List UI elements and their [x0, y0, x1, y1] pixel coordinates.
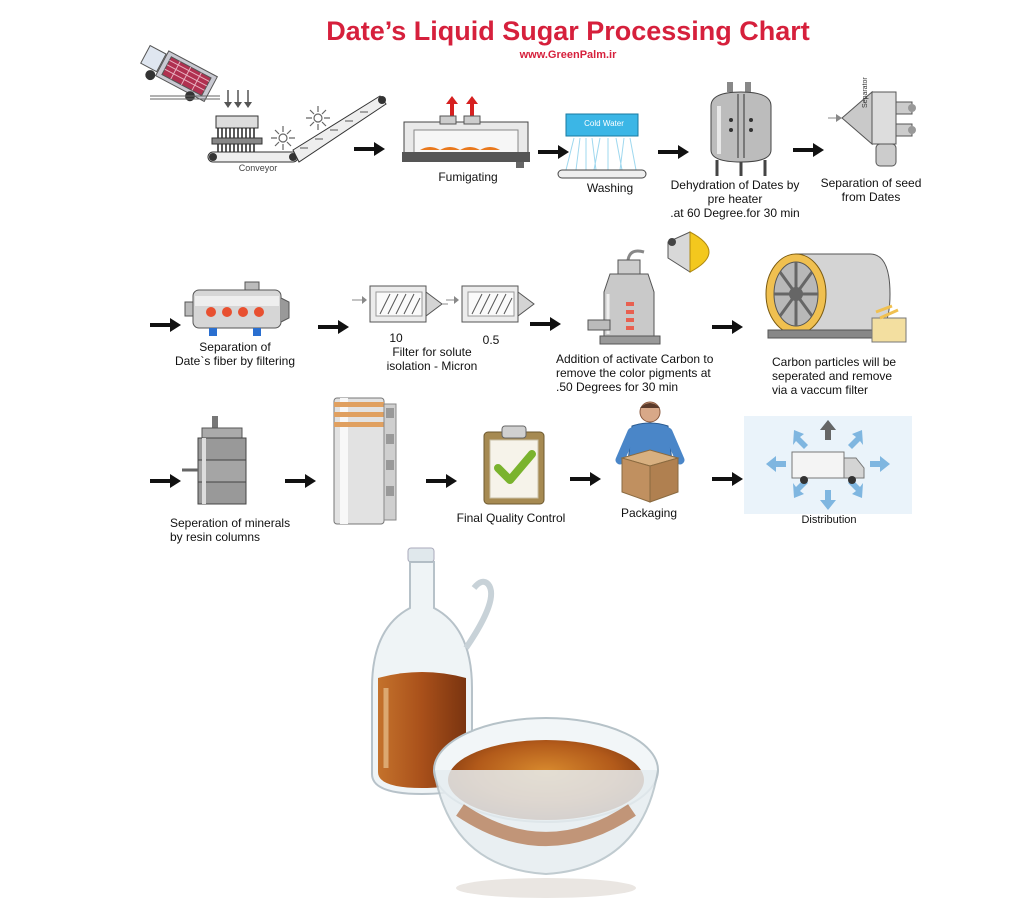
step-quality-label: Final Quality Control [456, 511, 566, 525]
washing-illustration [557, 113, 647, 179]
carbon-tank-illustration [587, 231, 710, 345]
website-label: www.GreenPalm.ir [519, 49, 617, 61]
storage-column-illustration [333, 397, 397, 525]
step-seed-separation-label: Separation of seed from Dates [820, 176, 922, 204]
flow-arrow [530, 317, 561, 331]
step-washing-label: Washing [586, 181, 634, 195]
quality-control-icon [483, 425, 545, 505]
flow-arrow [150, 474, 181, 488]
flow-arrow [354, 142, 385, 156]
resin-columns-illustration [182, 416, 247, 505]
step-carbon-removal-label: Carbon particles will be seperated and r… [772, 355, 897, 397]
distribution-illustration [766, 420, 890, 510]
fumigating-machine-illustration [402, 96, 530, 168]
page-title: Date’s Liquid Sugar Processing Chart [326, 16, 810, 46]
step-dehydration-label: Dehydration of Dates by pre heater .at 6… [670, 178, 800, 220]
syrup-jug-and-bowl-illustration [371, 547, 659, 898]
fiber-filter-illustration [184, 281, 290, 336]
step-distribution-label: Distribution [801, 514, 857, 526]
step-minerals-label: Seperation of minerals by resin columns [170, 516, 291, 544]
step-packaging-label: Packaging [620, 506, 678, 520]
separator-tag: Separator [862, 77, 869, 108]
step-micron-filter-label: Filter for solute isolation - Micron [386, 345, 478, 373]
conveyor-label: Conveyor [238, 163, 278, 173]
flow-arrow [285, 474, 316, 488]
cold-water-tag: Cold Water [584, 119, 624, 128]
micron-filters-illustration [352, 285, 535, 323]
conveyor-illustration [140, 44, 387, 163]
flow-arrow [150, 318, 181, 332]
flow-arrow [712, 320, 743, 334]
vacuum-filter-illustration [765, 253, 907, 343]
step-fumigating-label: Fumigating [438, 170, 498, 184]
step-fiber-label: Separation of Date`s fiber by filtering [174, 340, 296, 368]
flow-arrow [318, 320, 349, 334]
step-carbon-label: Addition of activate Carbon to remove th… [556, 352, 714, 394]
flow-arrow [538, 145, 569, 159]
flow-arrow [712, 472, 743, 486]
flow-arrow [570, 472, 601, 486]
filter-size-b: 0.5 [482, 333, 500, 347]
seed-separator-illustration [828, 90, 916, 167]
packaging-worker-illustration [615, 401, 685, 503]
filter-size-a: 10 [389, 331, 403, 345]
flow-arrow [426, 474, 457, 488]
flow-arrow [658, 145, 689, 159]
flow-arrow [793, 143, 824, 157]
dehydration-tank-illustration [710, 82, 772, 176]
